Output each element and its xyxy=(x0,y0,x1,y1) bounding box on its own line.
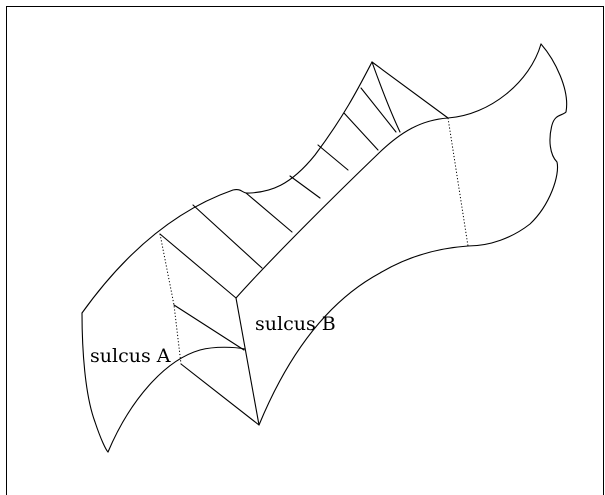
sulcus-a-label: sulcus A xyxy=(90,347,170,366)
tip-connector-edge xyxy=(372,62,448,118)
right-surface-bottom-edge xyxy=(259,246,468,425)
sulcus-a-front-edge xyxy=(181,364,259,425)
hatch-line xyxy=(344,113,378,150)
hatch-line xyxy=(174,305,244,350)
left-surface-top-edge xyxy=(82,62,372,313)
hatch-line xyxy=(193,205,262,268)
right-surface-right-edge xyxy=(468,44,567,246)
hatch-line xyxy=(160,234,236,298)
hatch-line xyxy=(246,193,292,232)
right-surface-top-edge xyxy=(236,44,541,298)
sulcus-hatching xyxy=(160,88,396,350)
right-hidden-edge xyxy=(448,118,468,246)
hatch-line xyxy=(318,145,348,170)
left-surface-outer-edge xyxy=(82,313,108,452)
sulcus-b-label: sulcus B xyxy=(255,315,336,334)
frame-border xyxy=(7,7,604,495)
hatch-line xyxy=(290,176,320,198)
